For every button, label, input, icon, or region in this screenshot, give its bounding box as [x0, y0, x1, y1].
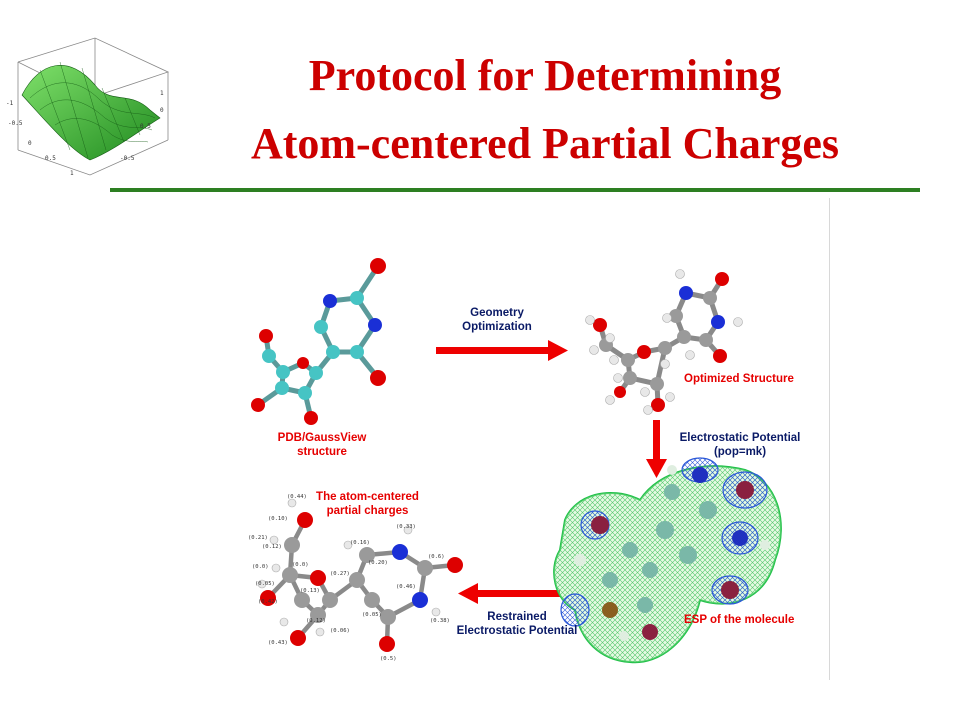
svg-text:(0.43): (0.43)	[268, 640, 288, 646]
slide-title-line-2: Atom-centered Partial Charges	[250, 119, 840, 168]
svg-text:(0.0): (0.0)	[252, 564, 269, 570]
svg-text:(0.12): (0.12)	[262, 544, 282, 550]
label-charges-line-1: The atom-centered	[316, 491, 419, 503]
label-geometry-optimization: Geometry Optimization	[442, 306, 552, 334]
svg-text:(0.46): (0.46)	[396, 584, 416, 590]
svg-text:0: 0	[28, 140, 32, 147]
svg-text:(0.5): (0.5)	[380, 656, 397, 662]
label-optimized-structure: Optimized Structure	[684, 372, 814, 386]
svg-text:-1: -1	[6, 100, 14, 107]
svg-text:0.5: 0.5	[45, 155, 56, 162]
arrow-right-geometry	[436, 340, 568, 361]
svg-text:(0.27): (0.27)	[330, 571, 350, 577]
slide-title-line-1: Protocol for Determining	[308, 51, 782, 100]
svg-text:(0.0): (0.0)	[292, 562, 309, 568]
svg-text:(0.13): (0.13)	[300, 588, 320, 594]
svg-text:(0.20): (0.20)	[368, 560, 388, 566]
svg-text:(0.16): (0.16)	[350, 540, 370, 546]
svg-text:-0.5: -0.5	[120, 155, 135, 162]
charge-value-labels: (0.44) (0.10) (0.21) (0.12) (0.0) (0.0) (0.…	[248, 494, 450, 662]
charges-atoms	[257, 498, 463, 652]
svg-text:(0.21): (0.21)	[248, 535, 268, 541]
arrow-down-esp	[646, 420, 667, 478]
svg-text:(0.10): (0.10)	[268, 516, 288, 522]
label-pdb-structure: PDB/GaussView structure	[262, 431, 382, 459]
svg-text:0.5: 0.5	[140, 123, 151, 130]
label-geometry-line-1: Geometry	[470, 307, 524, 319]
label-esp-line-2: (pop=mk)	[713, 446, 767, 458]
svg-text:0: 0	[160, 107, 164, 114]
label-pdb-line-1: PDB/GaussView	[277, 432, 367, 444]
surface-plot-mesh	[21, 65, 161, 161]
svg-text:(0.33): (0.33)	[396, 524, 416, 530]
label-resp-line-2: Electrostatic Potential	[456, 625, 578, 637]
label-esp-of-molecule: ESP of the molecule	[684, 613, 814, 627]
svg-text:(0.06): (0.06)	[330, 628, 350, 634]
svg-text:(0.05): (0.05)	[362, 612, 382, 618]
label-esp-line-1: Electrostatic Potential	[679, 432, 801, 444]
esp-atoms	[574, 465, 770, 641]
label-charges-line-2: partial charges	[326, 505, 409, 517]
image-border-line	[829, 198, 830, 680]
label-pdb-line-2: structure	[297, 446, 347, 458]
label-partial-charges: The atom-centered partial charges	[305, 490, 430, 518]
pdb-atoms	[251, 258, 386, 425]
optimized-atoms	[585, 269, 743, 415]
svg-text:-0.5: -0.5	[8, 120, 23, 127]
arrow-left-resp	[458, 583, 560, 604]
label-geometry-line-2: Optimization	[462, 321, 532, 333]
svg-text:1: 1	[160, 90, 164, 97]
label-esp-molecule-text: ESP of the molecule	[684, 614, 795, 626]
svg-text:(0.05): (0.05)	[255, 581, 275, 587]
label-electrostatic-potential: Electrostatic Potential (pop=mk)	[665, 431, 815, 459]
svg-text:(0.44): (0.44)	[287, 494, 307, 500]
surface-plot-box	[17, 37, 170, 176]
label-optimized-text: Optimized Structure	[684, 373, 794, 385]
svg-text:(0.6): (0.6)	[428, 554, 445, 560]
svg-text:(0.38): (0.38)	[430, 618, 450, 624]
svg-text:(0.12): (0.12)	[306, 618, 326, 624]
title-underline	[110, 188, 920, 192]
svg-text:1: 1	[70, 170, 74, 177]
label-resp-line-1: Restrained	[487, 611, 547, 623]
svg-text:(0.42): (0.42)	[258, 599, 278, 605]
label-restrained-esp: Restrained Electrostatic Potential	[442, 610, 592, 638]
